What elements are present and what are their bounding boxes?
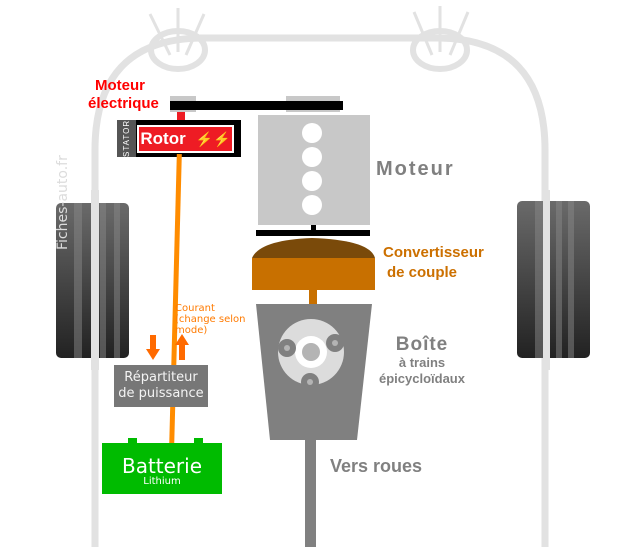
torque-converter-label: Convertisseur de couple: [383, 243, 484, 283]
headlight-right-icon: [410, 6, 470, 72]
drive-belt: [170, 101, 343, 110]
battery-terminal-pos: [194, 438, 203, 444]
engine-label: Moteur: [376, 158, 455, 180]
splitter-label-line2: de puissance: [118, 386, 204, 401]
current-label-line1: Courant: [175, 303, 215, 314]
torque-converter-body: [252, 258, 375, 290]
gearbox-label: Boîte à trains épicycloïdaux: [372, 335, 472, 387]
output-shaft: [305, 440, 316, 547]
tire-left: [56, 190, 129, 370]
to-wheels-label: Vers roues: [330, 456, 423, 476]
battery-box: Batterie Lithium: [102, 443, 222, 494]
torque-converter-top: [252, 238, 375, 258]
torque-converter-label-line2: de couple: [387, 264, 458, 281]
battery-sublabel: Lithium: [143, 475, 181, 487]
lightning-bolt-icon: ⚡⚡: [195, 130, 231, 147]
gearbox-label-title: Boîte: [395, 334, 449, 355]
rotor-shaft: [177, 112, 185, 126]
battery-terminal-neg: [128, 438, 137, 444]
power-splitter-box: Répartiteur de puissance: [114, 365, 208, 407]
crankshaft-flange: [311, 225, 316, 231]
flywheel: [256, 230, 370, 236]
electric-motor-label: Moteur électrique: [88, 77, 159, 113]
gearbox-label-line2: à trains: [398, 355, 446, 370]
gearbox-label-line3: épicycloïdaux: [379, 371, 465, 386]
tire-right: [517, 190, 590, 370]
torque-converter-label-line1: Convertisseur: [383, 244, 484, 261]
rotor-box: Rotor ⚡⚡: [137, 125, 234, 153]
current-label-line3: mode): [175, 325, 208, 336]
arrow-down-icon: [146, 335, 160, 360]
battery-label: Batterie: [121, 453, 203, 478]
electric-motor-label-line2: électrique: [88, 95, 159, 112]
stator-label: STATOR: [118, 120, 136, 157]
rotor-label: Rotor: [140, 129, 186, 148]
current-label: Courant (change selon mode): [175, 303, 245, 336]
converter-shaft: [309, 290, 317, 304]
splitter-label-line1: Répartiteur: [124, 370, 198, 385]
headlight-left-icon: [148, 8, 208, 72]
electric-motor-label-line1: Moteur: [95, 77, 145, 94]
watermark: Fiches-auto.fr: [55, 155, 71, 250]
car-frame: [91, 34, 549, 547]
engine-cylinders: [302, 123, 322, 215]
current-label-line2: (change selon: [175, 314, 246, 325]
arrow-up-icon: [175, 334, 189, 360]
planetary-gear-icon: [278, 319, 344, 391]
